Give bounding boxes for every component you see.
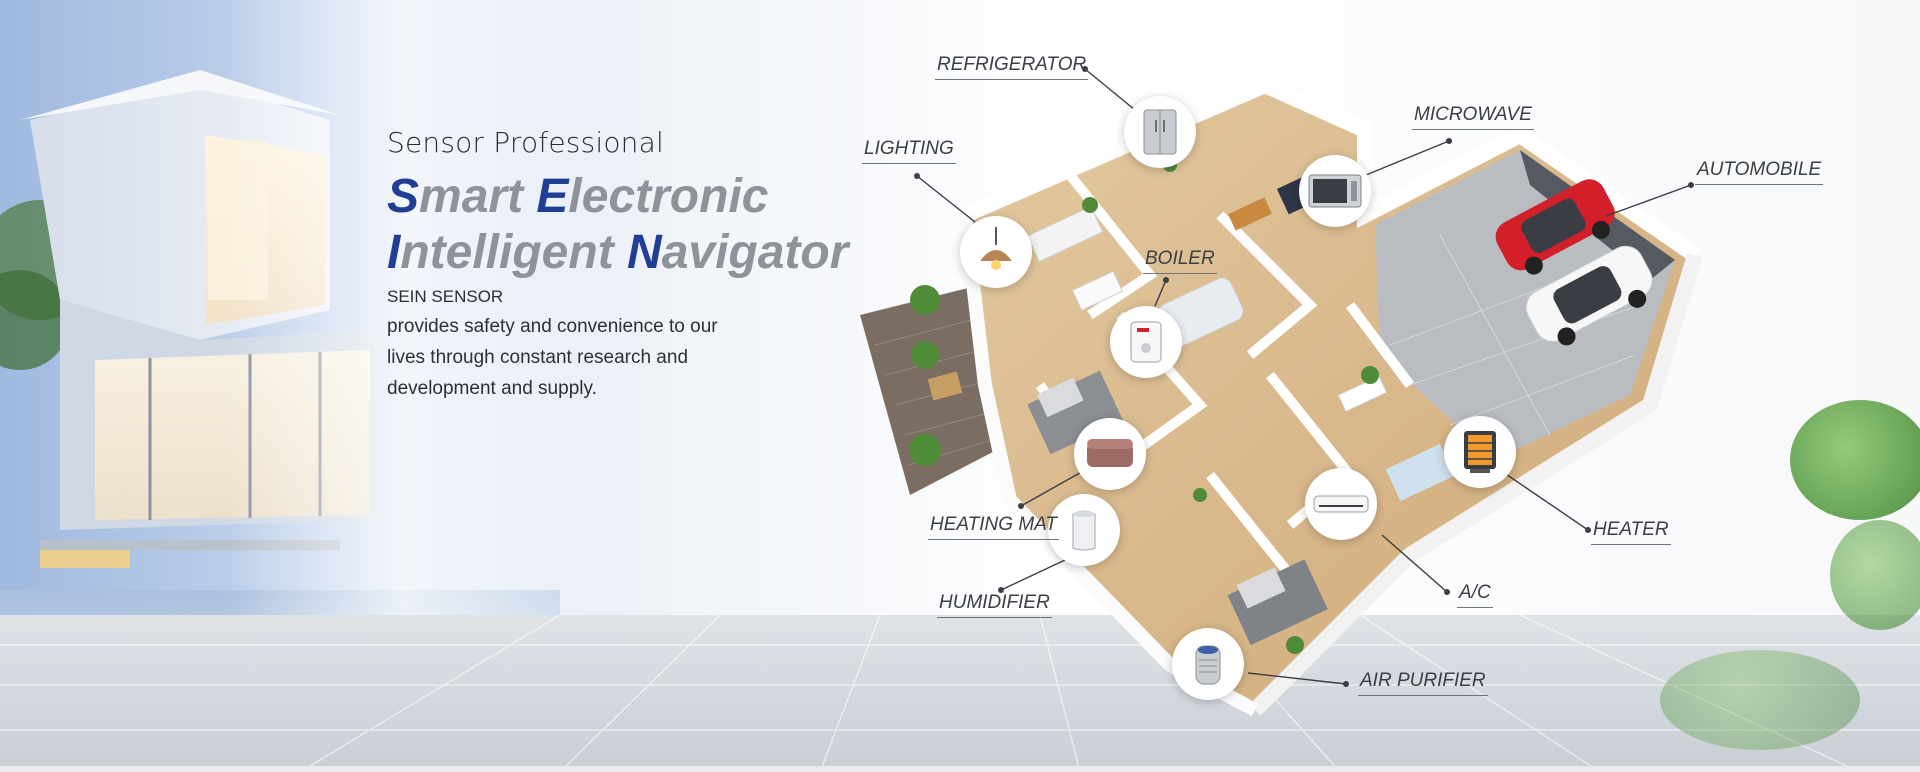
plant-decoration: [1830, 520, 1920, 630]
heater-bubble[interactable]: [1444, 416, 1516, 488]
refrigerator-icon: [1143, 109, 1177, 155]
label-dot: [1082, 66, 1088, 72]
headline-line-2: Intelligent Navigator: [387, 225, 907, 281]
headline-word-part: ntelligent: [400, 226, 628, 279]
air-purifier-icon: [1195, 645, 1221, 685]
headline-initial: N: [627, 226, 662, 279]
label-dot: [1585, 527, 1591, 533]
label-humidifier: HUMIDIFIER: [937, 592, 1052, 618]
humidifier-bubble[interactable]: [1048, 494, 1120, 566]
headline-word-part: mart: [419, 170, 537, 223]
label-dot: [1163, 277, 1169, 283]
boiler-icon: [1130, 321, 1162, 363]
label-heating-mat: HEATING MAT: [928, 514, 1060, 540]
tiled-floor: [0, 615, 1920, 772]
label-dot: [914, 173, 920, 179]
label-heater: HEATER: [1591, 519, 1671, 545]
boiler-bubble[interactable]: [1110, 306, 1182, 378]
white-car: [1525, 245, 1653, 346]
label-dot: [1343, 681, 1349, 687]
label-dot: [1688, 182, 1694, 188]
label-dot: [1444, 589, 1450, 595]
air-purifier-bubble[interactable]: [1172, 628, 1244, 700]
red-car: [1495, 179, 1615, 275]
hero-text-block: Sensor Professional Smart Electronic Int…: [387, 126, 907, 404]
bottom-strip: [0, 766, 1920, 772]
heating-mat-icon: [1087, 439, 1133, 467]
heater-icon: [1464, 431, 1496, 473]
hero-kicker: Sensor Professional: [387, 126, 664, 159]
label-ac: A/C: [1457, 582, 1493, 608]
lighting-bubble[interactable]: [960, 216, 1032, 288]
humidifier-icon: [1072, 510, 1096, 551]
label-boiler: BOILER: [1143, 248, 1217, 274]
smart-home-floorplan: [860, 76, 1703, 717]
label-refrigerator: REFRIGERATOR: [935, 54, 1089, 80]
lamp-icon: [980, 227, 1012, 270]
label-dot: [1018, 503, 1024, 509]
headline-initial: S: [387, 170, 420, 223]
hero-description: provides safety and convenience to our l…: [387, 316, 718, 399]
label-microwave: MICROWAVE: [1412, 104, 1534, 130]
label-dot: [998, 587, 1004, 593]
label-air-purifier: AIR PURIFIER: [1358, 670, 1488, 696]
brand-name: SEIN SENSOR: [387, 287, 504, 306]
headline-initial: I: [387, 226, 401, 279]
headline-word-part: lectronic: [568, 170, 769, 223]
plant-decoration: [1790, 400, 1920, 520]
headline-word-part: avigator: [661, 226, 849, 279]
plant-decoration: [1660, 650, 1860, 750]
label-dot: [1446, 138, 1452, 144]
hero-headline: Smart Electronic Intelligent Navigator: [387, 169, 907, 281]
microwave-bubble[interactable]: [1299, 155, 1371, 227]
refrigerator-bubble[interactable]: [1124, 96, 1196, 168]
ac-bubble[interactable]: [1305, 468, 1377, 540]
heating-mat-bubble[interactable]: [1074, 418, 1146, 490]
ac-icon: [1313, 495, 1369, 513]
microwave-icon: [1308, 174, 1362, 208]
headline-initial: E: [536, 170, 569, 223]
label-automobile: AUTOMOBILE: [1695, 159, 1824, 185]
label-lighting: LIGHTING: [862, 138, 956, 164]
headline-line-1: Smart Electronic: [387, 169, 907, 225]
